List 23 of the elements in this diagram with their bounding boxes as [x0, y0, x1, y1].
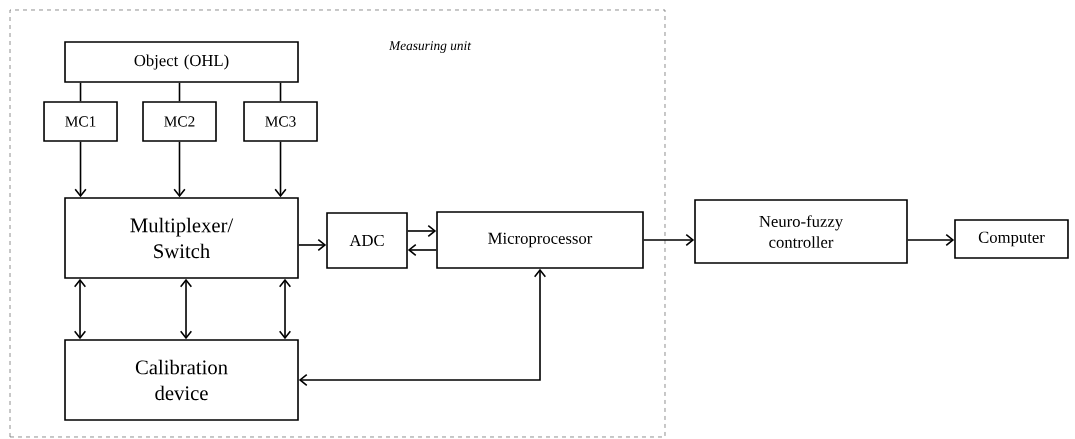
arrow — [179, 278, 193, 340]
arrow — [278, 278, 292, 340]
process-box: Computer — [954, 219, 1069, 259]
process-box: MC3 — [243, 101, 318, 142]
arrow — [173, 141, 186, 198]
process-box: Neuro-fuzzy controller — [694, 199, 908, 264]
arrow — [407, 224, 437, 238]
arrow — [298, 238, 327, 252]
arrow — [274, 141, 287, 198]
arrow — [643, 233, 695, 247]
process-box: Object (OHL) — [64, 41, 299, 83]
process-box: ADC — [326, 212, 408, 269]
process-box: Calibration device — [64, 339, 299, 421]
arrow — [74, 141, 87, 198]
frame-heading: Measuring unit — [388, 41, 472, 53]
process-box: MC1 — [43, 101, 118, 142]
process-box: MC2 — [142, 101, 217, 142]
arrow — [907, 233, 955, 247]
arrow — [73, 278, 87, 340]
arrow — [407, 243, 437, 257]
arrow — [298, 268, 547, 387]
process-box: Multiplexer/ Switch — [64, 197, 299, 279]
process-box: Microprocessor — [436, 211, 644, 269]
